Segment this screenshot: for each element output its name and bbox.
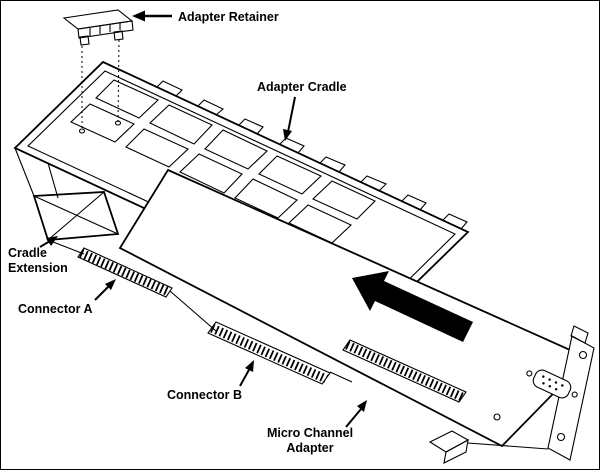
adapter-retainer-part — [62, 9, 134, 128]
connector-a-label: Connector A — [18, 302, 93, 316]
card-edge-connector — [342, 339, 467, 403]
label-connector-a: Connector A — [18, 279, 116, 316]
cradle-extension-label-line2: Extension — [8, 261, 68, 275]
retainer-hole-left — [78, 128, 86, 134]
micro-channel-adapter-label-line2: Adapter — [286, 441, 333, 455]
arrowhead-icon — [283, 129, 292, 141]
insertion-direction-arrow — [352, 271, 473, 342]
bracket-screw-hole-bottom — [556, 432, 566, 442]
dsub-port-icon — [526, 369, 578, 399]
alignment-dotted-line-right — [117, 39, 120, 123]
bracket-screw-hole-top — [578, 350, 588, 360]
adapter-retainer-label: Adapter Retainer — [178, 10, 279, 24]
micro-channel-adapter-label-line1: Micro Channel — [267, 426, 353, 440]
arrowhead-icon — [357, 400, 367, 412]
adapter-cradle-label: Adapter Cradle — [257, 80, 347, 94]
mounting-bracket — [526, 325, 595, 461]
arrowhead-icon — [105, 279, 116, 290]
arrowhead-icon — [132, 10, 145, 22]
callout-line — [345, 408, 362, 428]
cradle-extension-label-line1: Cradle — [8, 246, 47, 260]
callout-line — [239, 367, 251, 387]
arrowhead-icon — [245, 360, 254, 372]
bracket-hook — [570, 325, 589, 344]
label-adapter-cradle: Adapter Cradle — [257, 80, 347, 141]
callout-line — [94, 285, 110, 301]
callout-line — [287, 96, 296, 133]
callout-line — [39, 240, 51, 248]
label-cradle-extension: Cradle Extension — [8, 236, 68, 275]
connector-a-strip — [77, 247, 173, 298]
connector-b-strip — [207, 321, 331, 385]
bracket-foot — [428, 430, 549, 464]
label-connector-b: Connector B — [167, 360, 254, 402]
arrowhead-icon — [46, 236, 58, 246]
connector-b-label: Connector B — [167, 388, 242, 402]
label-micro-channel-adapter: Micro Channel Adapter — [267, 400, 367, 455]
cradle-extension-part — [14, 147, 353, 383]
card-screw-hole — [493, 413, 501, 421]
label-adapter-retainer: Adapter Retainer — [132, 10, 279, 24]
